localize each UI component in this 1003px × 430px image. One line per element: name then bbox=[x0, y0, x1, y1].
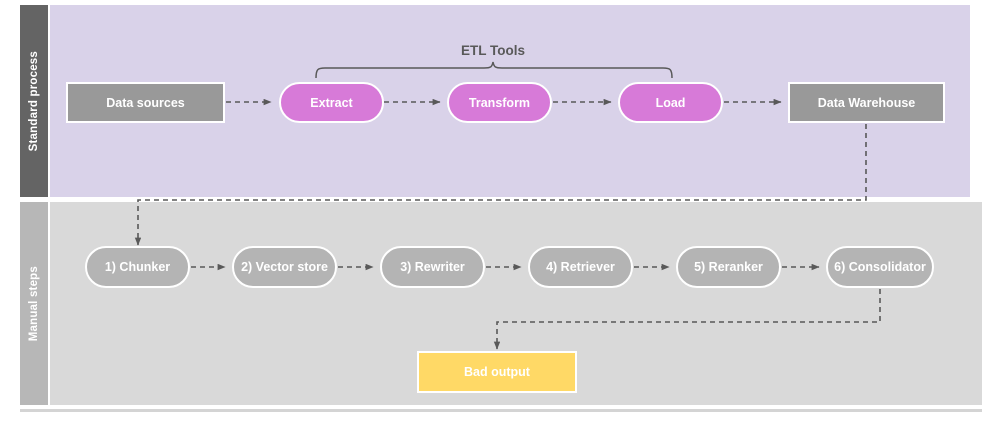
node-rewriter[interactable]: 3) Rewriter bbox=[380, 246, 485, 288]
node-retriever-label: 4) Retriever bbox=[546, 260, 615, 274]
node-data-sources[interactable]: Data sources bbox=[66, 82, 225, 123]
lane-standard-process-label-text: Standard process bbox=[28, 50, 40, 152]
node-rewriter-label: 3) Rewriter bbox=[400, 260, 465, 274]
node-vector-store-label: 2) Vector store bbox=[241, 260, 328, 274]
node-transform[interactable]: Transform bbox=[447, 82, 552, 123]
node-vector-store[interactable]: 2) Vector store bbox=[232, 246, 337, 288]
node-reranker[interactable]: 5) Reranker bbox=[676, 246, 781, 288]
node-load[interactable]: Load bbox=[618, 82, 723, 123]
node-extract-label: Extract bbox=[310, 95, 353, 110]
node-data-sources-label: Data sources bbox=[106, 95, 185, 110]
node-data-warehouse-label: Data Warehouse bbox=[817, 95, 916, 110]
node-transform-label: Transform bbox=[468, 95, 531, 110]
node-consolidator[interactable]: 6) Consolidator bbox=[826, 246, 934, 288]
lane-manual-steps-label-text: Manual steps bbox=[28, 265, 40, 342]
node-chunker[interactable]: 1) Chunker bbox=[85, 246, 190, 288]
node-extract[interactable]: Extract bbox=[279, 82, 384, 123]
node-load-label: Load bbox=[655, 95, 686, 110]
node-consolidator-label: 6) Consolidator bbox=[834, 260, 926, 274]
node-chunker-label: 1) Chunker bbox=[104, 260, 171, 274]
node-reranker-label: 5) Reranker bbox=[694, 260, 763, 274]
node-bad-output-label: Bad output bbox=[464, 365, 530, 379]
etl-tools-label: ETL Tools bbox=[461, 43, 525, 58]
bottom-divider bbox=[20, 409, 982, 412]
lane-standard-process-label: Standard process bbox=[20, 5, 48, 197]
node-data-warehouse[interactable]: Data Warehouse bbox=[788, 82, 945, 123]
node-bad-output[interactable]: Bad output bbox=[417, 351, 577, 393]
lane-manual-steps-label: Manual steps bbox=[20, 202, 48, 405]
node-retriever[interactable]: 4) Retriever bbox=[528, 246, 633, 288]
